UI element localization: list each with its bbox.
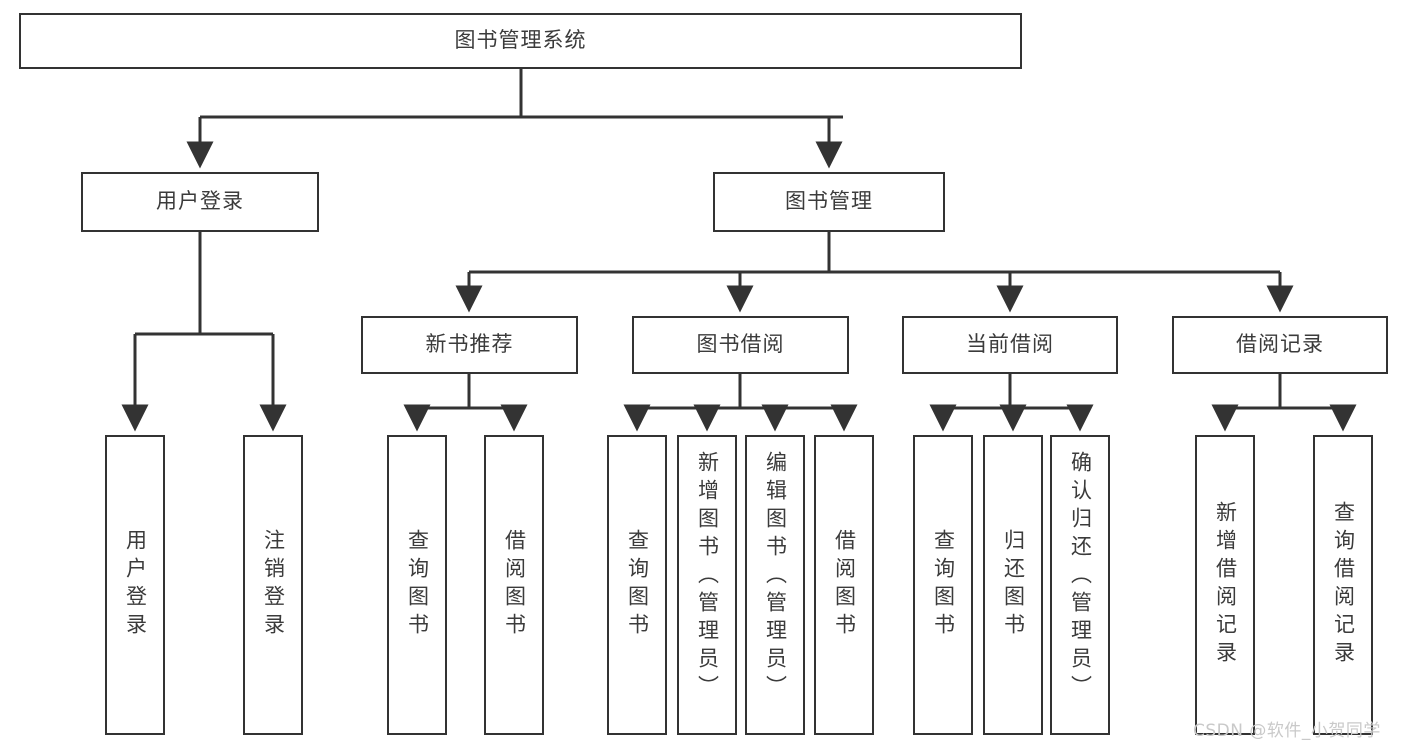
node-user-login-label: 用户登录	[156, 189, 244, 214]
node-borrow-record[interactable]: 借阅记录	[1172, 316, 1388, 374]
node-leaf-return-book-label: 归还图书	[1001, 529, 1026, 641]
node-leaf-borrow-book-2-label: 借阅图书	[832, 529, 857, 641]
node-new-book-recommend-label: 新书推荐	[425, 332, 514, 357]
node-leaf-user-login-label: 用户登录	[123, 529, 148, 641]
csdn-watermark: CSDN @软件_小贺同学	[1193, 721, 1381, 741]
node-root-label: 图书管理系统	[454, 28, 587, 53]
node-borrow-record-label: 借阅记录	[1236, 332, 1324, 357]
node-current-borrow[interactable]: 当前借阅	[902, 316, 1118, 374]
node-leaf-add-book[interactable]: 新增图书（管理员）	[677, 435, 737, 735]
node-leaf-return-book[interactable]: 归还图书	[983, 435, 1043, 735]
node-current-borrow-label: 当前借阅	[966, 332, 1054, 357]
node-book-borrow-label: 图书借阅	[696, 332, 785, 357]
node-leaf-query-book-3-label: 查询图书	[931, 529, 956, 641]
node-book-borrow[interactable]: 图书借阅	[632, 316, 849, 374]
node-leaf-add-book-label: 新增图书（管理员）	[695, 451, 720, 703]
node-leaf-query-record[interactable]: 查询借阅记录	[1313, 435, 1373, 735]
node-book-manage[interactable]: 图书管理	[713, 172, 945, 232]
node-leaf-logout-login[interactable]: 注销登录	[243, 435, 303, 735]
node-leaf-query-book-2[interactable]: 查询图书	[607, 435, 667, 735]
node-leaf-query-record-label: 查询借阅记录	[1331, 501, 1356, 669]
node-root[interactable]: 图书管理系统	[19, 13, 1022, 69]
node-leaf-add-record-label: 新增借阅记录	[1213, 501, 1238, 669]
node-leaf-edit-book[interactable]: 编辑图书（管理员）	[745, 435, 805, 735]
node-book-manage-label: 图书管理	[785, 189, 873, 214]
node-leaf-borrow-book-2[interactable]: 借阅图书	[814, 435, 874, 735]
node-leaf-query-book-2-label: 查询图书	[625, 529, 650, 641]
node-leaf-edit-book-label: 编辑图书（管理员）	[763, 451, 788, 703]
node-leaf-query-book-1-label: 查询图书	[405, 529, 430, 641]
node-leaf-confirm-return[interactable]: 确认归还（管理员）	[1050, 435, 1110, 735]
node-leaf-confirm-return-label: 确认归还（管理员）	[1068, 451, 1093, 703]
node-leaf-borrow-book-1-label: 借阅图书	[502, 529, 527, 641]
node-leaf-user-login[interactable]: 用户登录	[105, 435, 165, 735]
node-leaf-borrow-book-1[interactable]: 借阅图书	[484, 435, 544, 735]
node-leaf-logout-login-label: 注销登录	[261, 529, 286, 641]
node-leaf-query-book-3[interactable]: 查询图书	[913, 435, 973, 735]
node-leaf-query-book-1[interactable]: 查询图书	[387, 435, 447, 735]
node-user-login[interactable]: 用户登录	[81, 172, 319, 232]
node-leaf-add-record[interactable]: 新增借阅记录	[1195, 435, 1255, 735]
node-new-book-recommend[interactable]: 新书推荐	[361, 316, 578, 374]
